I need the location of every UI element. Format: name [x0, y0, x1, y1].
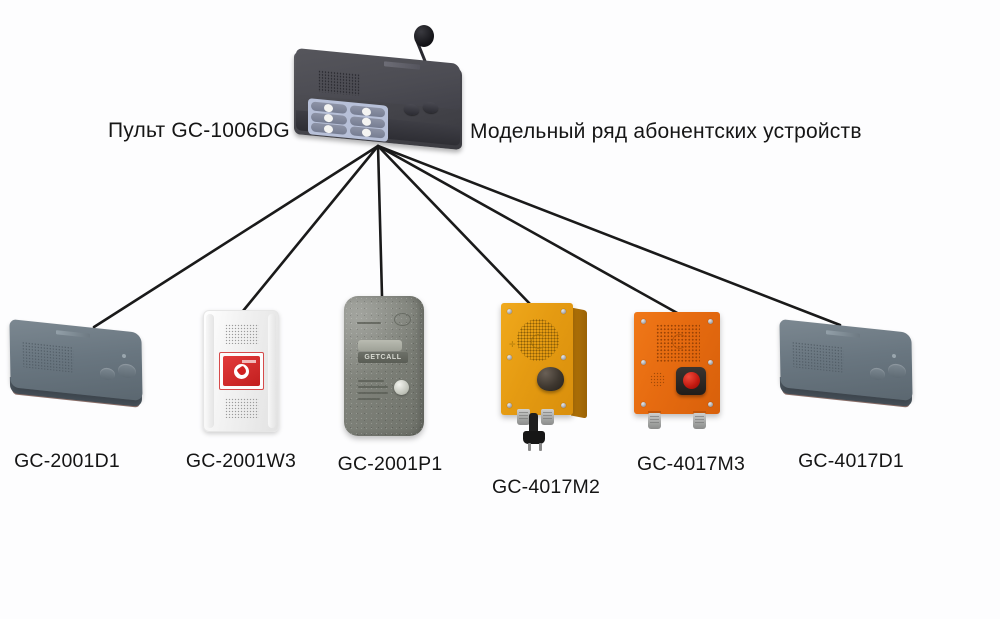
status-led-icon: [122, 353, 126, 359]
brand-logo-icon: [531, 334, 546, 349]
panel-texture: [344, 296, 424, 436]
brand-logo-icon: [672, 334, 687, 349]
connection-line-gc-2001p1: [376, 144, 384, 298]
device-gc-1006dg[interactable]: [288, 22, 478, 151]
speaker-grille-icon: [318, 69, 360, 97]
device-gc-2001d1[interactable]: [6, 312, 146, 424]
side-screw-icon: [708, 360, 713, 365]
plug-pin-right: [539, 443, 542, 451]
wall-side-right: [268, 314, 276, 428]
device-label-gc-4017d1: GC-4017D1: [798, 450, 904, 472]
diagram-title: Модельный ряд абонентских устройств: [470, 120, 862, 143]
call-point-tag: [242, 360, 256, 363]
corner-screw-icon: [561, 403, 566, 408]
device-label-gc-4017m2: GC-4017M2: [491, 476, 600, 498]
wall-side-left: [206, 314, 214, 428]
microphone-grille-icon: [650, 372, 665, 387]
cable-gland-left: [517, 409, 530, 425]
panel-vent-slit: [357, 322, 381, 324]
emergency-call-point[interactable]: [219, 352, 264, 390]
side-screw-icon: [641, 360, 646, 365]
corner-screw-icon: [641, 319, 646, 324]
connection-line-gc-2001w3: [241, 144, 380, 313]
device-gc-2001w3[interactable]: [203, 310, 279, 432]
device-label-gc-2001w3: GC-2001W3: [185, 450, 297, 472]
cable-gland-right: [541, 409, 554, 425]
corner-screw-icon: [507, 403, 512, 408]
call-button[interactable]: [223, 356, 260, 386]
corner-screw-icon: [641, 402, 646, 407]
power-cable: [529, 413, 538, 437]
cable-gland-left: [648, 413, 661, 429]
corner-screw-icon: [708, 402, 713, 407]
device-gc-2001p1[interactable]: GETCALL: [344, 296, 424, 436]
cable-gland-right: [693, 413, 706, 429]
box-side-face: [571, 307, 587, 419]
plug-pin-left: [528, 443, 531, 451]
connection-line-gc-4017d1: [376, 144, 842, 327]
side-screw-icon: [561, 355, 566, 360]
keypad-key-6[interactable]: [349, 126, 385, 139]
speaker-grille-icon: [791, 341, 845, 373]
connection-line-gc-4017m2: [376, 144, 533, 307]
phone-handset-icon: [234, 363, 249, 379]
call-button[interactable]: [683, 372, 700, 389]
corner-screw-icon: [561, 309, 566, 314]
device-gc-4017m3[interactable]: [634, 312, 726, 432]
hazard-mark-icon: ✛: [509, 340, 516, 349]
call-button[interactable]: [394, 380, 409, 395]
device-gc-4017m2[interactable]: ✛: [501, 303, 593, 458]
console-label: Пульт GC-1006DG: [108, 119, 290, 142]
certification-mark-icon: [394, 313, 411, 326]
speaker-grille-icon: [358, 380, 388, 402]
device-label-gc-2001p1: GC-2001P1: [337, 453, 443, 475]
speaker-grille-icon: [225, 324, 259, 344]
power-plug-icon: [523, 431, 545, 444]
speaker-grille-icon: [21, 341, 75, 373]
corner-screw-icon: [507, 309, 512, 314]
corner-screw-icon: [708, 319, 713, 324]
side-screw-icon: [507, 355, 512, 360]
device-label-gc-2001d1: GC-2001D1: [14, 450, 120, 472]
device-label-gc-4017m3: GC-4017M3: [636, 453, 745, 475]
connection-line-gc-4017m3: [376, 144, 681, 316]
device-gc-4017d1[interactable]: [776, 312, 916, 424]
call-button[interactable]: [537, 367, 564, 391]
microphone-head-icon: [414, 25, 434, 47]
panel-name-plate: [358, 340, 402, 351]
panel-brand-label: GETCALL: [358, 352, 408, 363]
connection-line-gc-2001d1: [92, 144, 380, 329]
status-led-icon: [892, 353, 896, 359]
microphone-grille-icon: [225, 398, 259, 418]
keypad-key-5[interactable]: [311, 122, 347, 135]
console-keypad[interactable]: [308, 98, 388, 142]
